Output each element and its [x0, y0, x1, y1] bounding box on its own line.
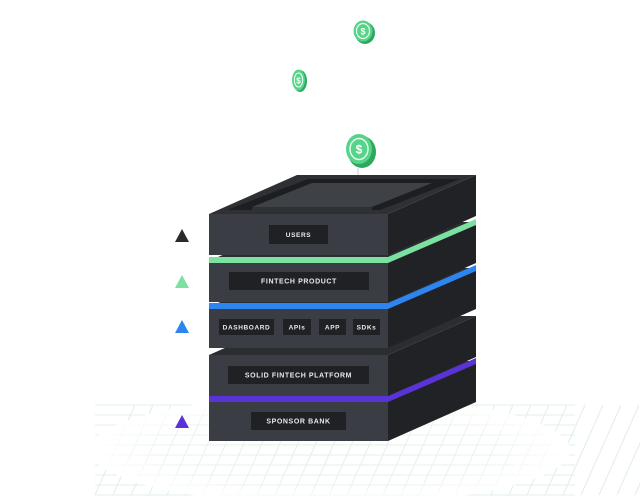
- sponsor-bank-label: SPONSOR BANK: [266, 419, 330, 426]
- apis-chip: [283, 319, 311, 335]
- green-highlight: [209, 219, 476, 263]
- sdks-label: SDKs: [357, 325, 377, 332]
- grid-line: [598, 404, 640, 496]
- grid-line: [616, 442, 640, 496]
- users-label: USERS: [286, 232, 311, 239]
- sponsor-bank-label-box: [251, 412, 346, 430]
- purple-highlight: [209, 358, 476, 402]
- fintech-product-label: FINTECH PRODUCT: [261, 279, 337, 286]
- coin-top: $: [353, 20, 375, 44]
- coin-large: $: [346, 134, 376, 168]
- coin-small: $: [292, 69, 307, 92]
- grid-line: [580, 404, 622, 496]
- marker-green-triangle: [175, 275, 189, 288]
- dashboard-label: DASHBOARD: [223, 325, 271, 332]
- app-chip: [319, 319, 346, 335]
- blue-highlight: [209, 265, 476, 309]
- app-label: APP: [325, 325, 340, 332]
- coin-symbol: $: [296, 77, 301, 86]
- marker-dark-triangle: [175, 229, 189, 242]
- apis-label: APIs: [289, 325, 306, 332]
- users-label-box: [269, 225, 328, 244]
- marker-purple-triangle: [175, 415, 189, 428]
- marker-blue-triangle: [175, 320, 189, 333]
- layer-users: USERS: [209, 175, 476, 255]
- grid-line: [562, 404, 604, 496]
- coin-symbol: $: [360, 27, 365, 37]
- platform-label: SOLID FINTECH PLATFORM: [245, 373, 352, 380]
- fintech-product-label-box: [229, 272, 369, 290]
- coin-symbol: $: [356, 143, 363, 157]
- dashboard-chip: [219, 319, 274, 335]
- platform-label-box: [228, 366, 369, 384]
- sdks-chip: [353, 319, 380, 335]
